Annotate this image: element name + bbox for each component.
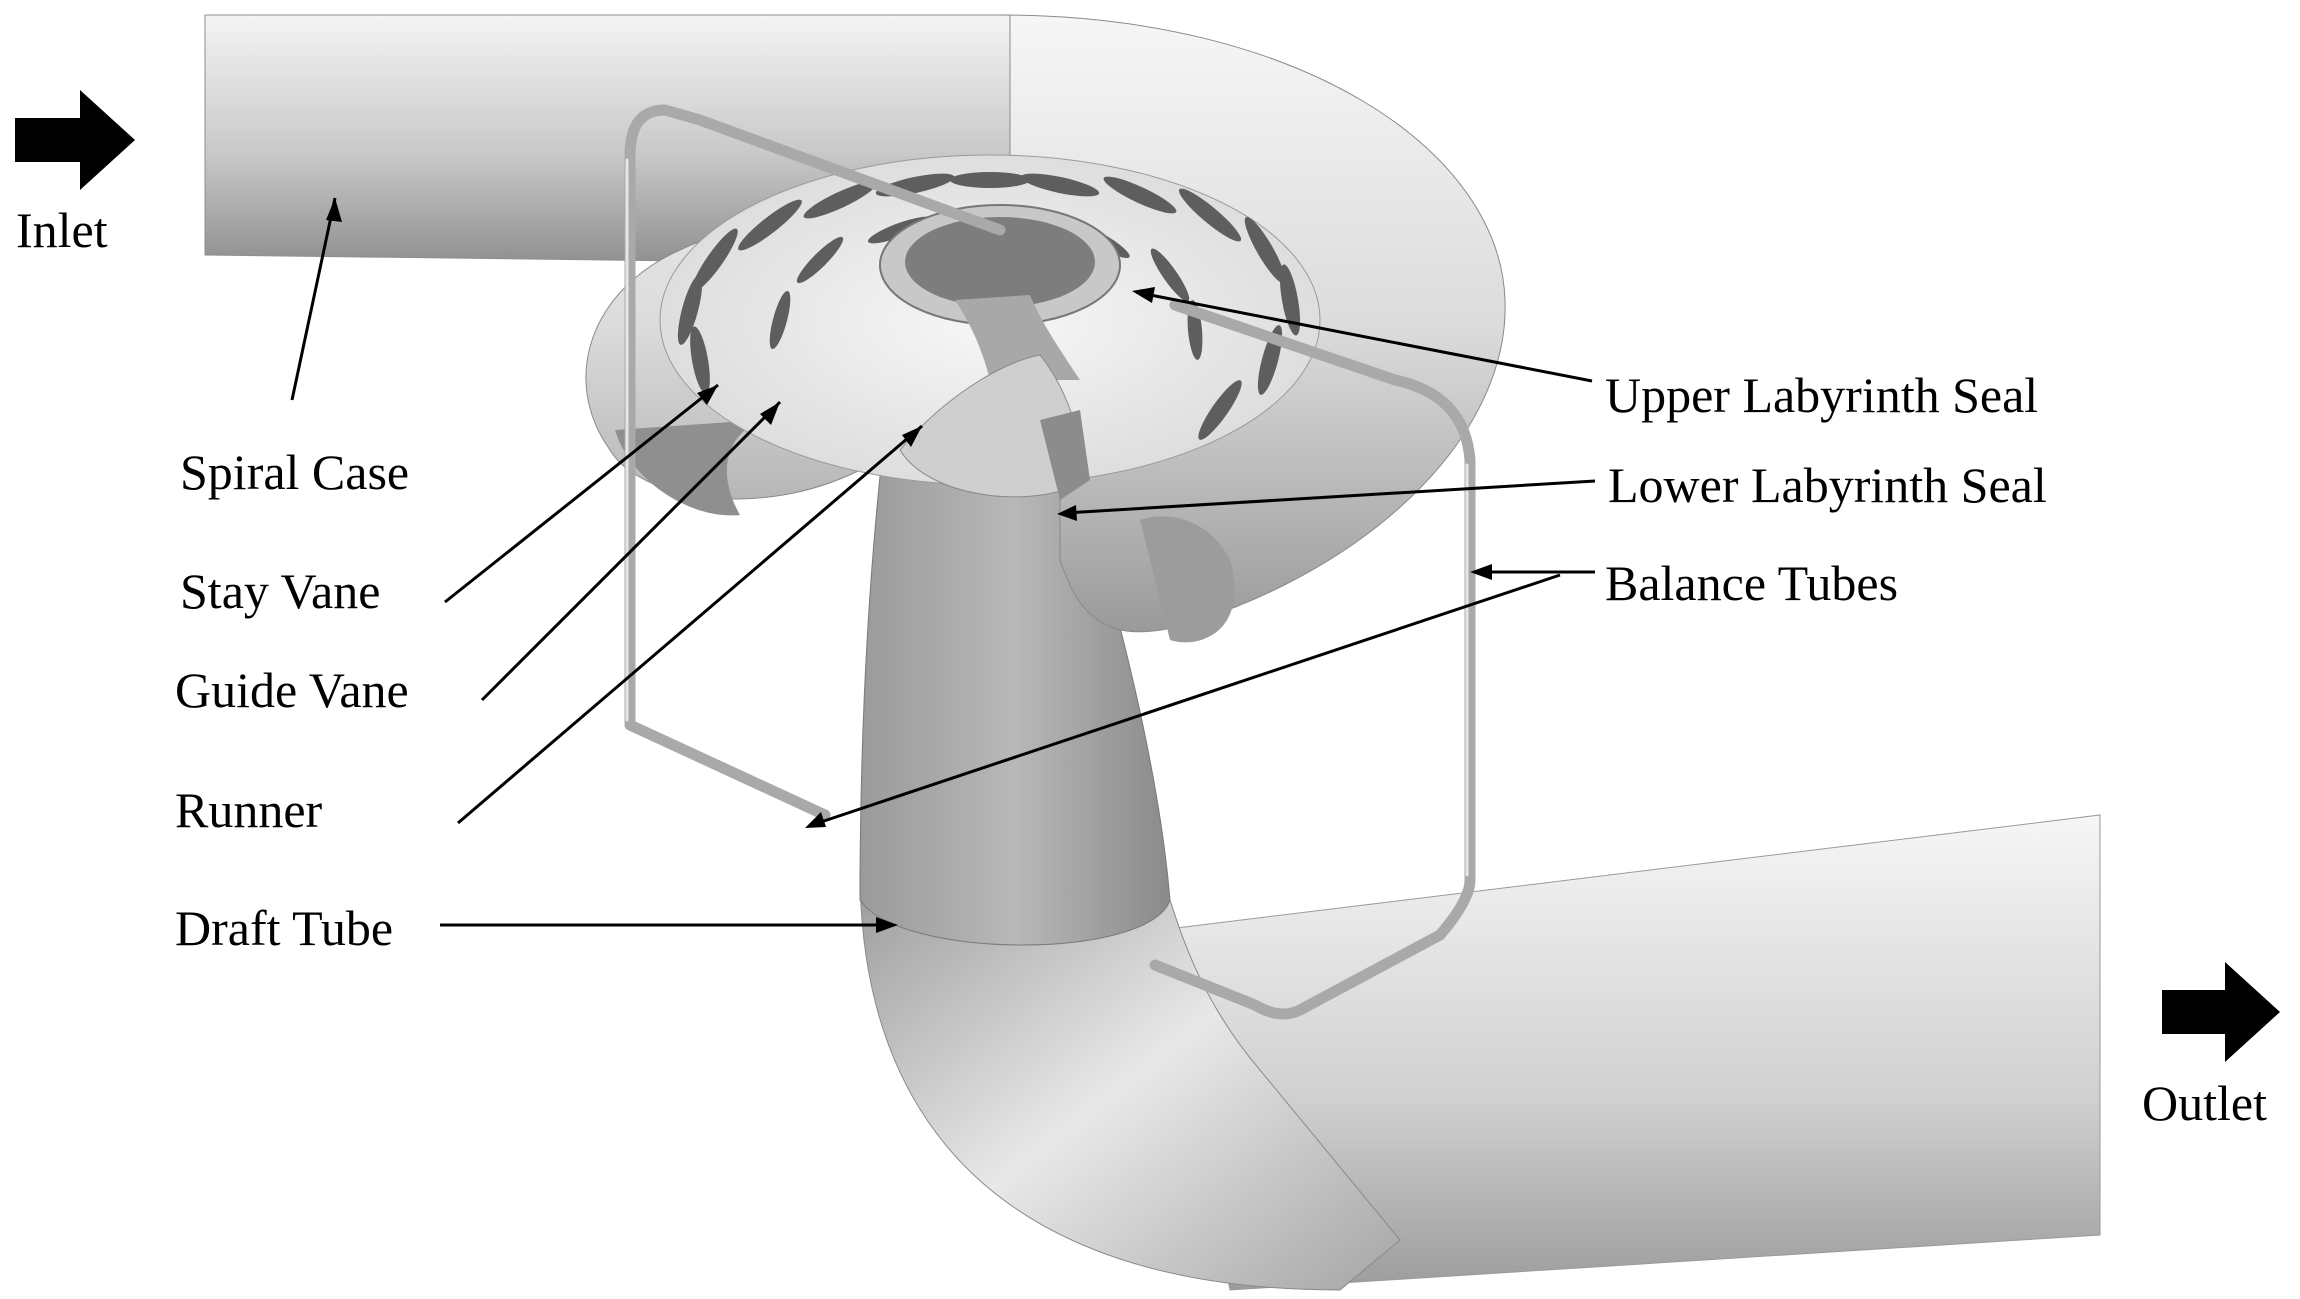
runner-label: Runner	[175, 785, 322, 835]
outlet-label: Outlet	[2142, 1078, 2267, 1128]
inlet-arrow-icon	[15, 90, 135, 190]
lower-seal-label: Lower Labyrinth Seal	[1608, 460, 2047, 510]
balance-tubes-label: Balance Tubes	[1605, 558, 1898, 608]
outlet-arrow-icon	[2162, 962, 2280, 1062]
draft-tube-label: Draft Tube	[175, 903, 393, 953]
inlet-label: Inlet	[16, 205, 108, 255]
guide-vane-label: Guide Vane	[175, 665, 409, 715]
upper-seal-label: Upper Labyrinth Seal	[1605, 370, 2038, 420]
spiral-case-label: Spiral Case	[180, 447, 409, 497]
stay-vane-label: Stay Vane	[180, 566, 380, 616]
